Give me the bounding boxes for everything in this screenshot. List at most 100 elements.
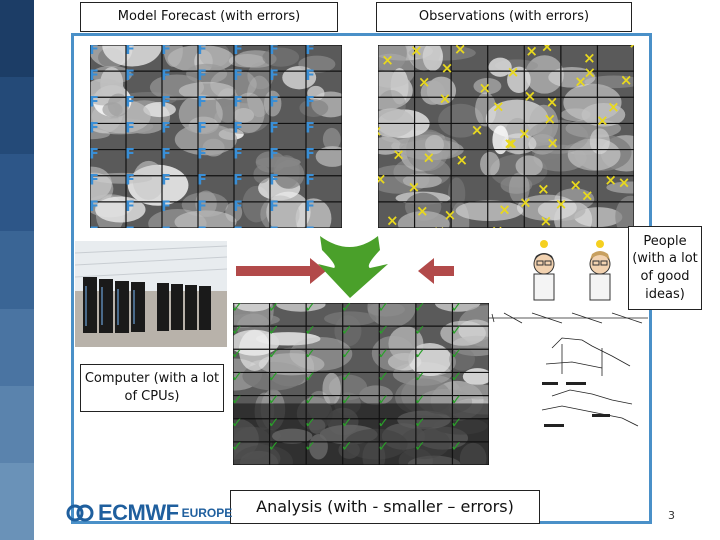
observation-marker: ×	[583, 49, 596, 67]
observation-marker: ×	[541, 45, 554, 55]
analysis-marker: ✓	[487, 393, 489, 409]
observation-marker: ×	[416, 202, 429, 220]
analysis-marker: ✓	[414, 346, 426, 362]
forecast-marker: F	[341, 68, 342, 84]
forecast-marker: F	[90, 225, 99, 228]
observation-marker: ×	[618, 173, 631, 191]
analysis-marker: ✓	[377, 303, 389, 316]
forecast-marker: F	[269, 173, 279, 189]
forecast-marker: F	[197, 225, 207, 228]
analysis-marker: ✓	[487, 416, 489, 432]
forecast-marker: F	[197, 147, 207, 163]
observation-marker: ×	[410, 45, 423, 60]
analysis-label: Analysis (with - smaller – errors)	[230, 490, 540, 524]
forecast-marker: F	[305, 120, 315, 136]
observation-marker: ×	[498, 200, 511, 218]
forecast-marker: F	[125, 94, 135, 110]
observation-marker: ×	[518, 125, 531, 143]
observation-marker: ×	[492, 98, 505, 116]
flow-arrows	[236, 236, 454, 298]
logo-suffix: EUROPE	[181, 506, 233, 520]
green-down-arrow	[318, 236, 388, 298]
right-red-arrow	[418, 258, 454, 284]
observation-marker: ×	[546, 134, 559, 152]
observation-marker: ×	[524, 87, 537, 105]
forecast-marker: F	[90, 199, 99, 215]
analysis-marker: ✓	[451, 323, 463, 339]
analysis-marker: ✓	[268, 462, 280, 465]
forecast-marker: F	[125, 120, 135, 136]
observation-marker: ×	[607, 98, 620, 116]
forecast-marker: F	[161, 120, 171, 136]
observation-marker: ×	[386, 211, 399, 228]
observation-marker: ×	[456, 151, 469, 169]
people-label: People (with a lot of good ideas)	[628, 226, 702, 310]
analysis-marker: ✓	[377, 462, 389, 465]
computer-room-photo	[75, 241, 227, 347]
analysis-marker: ✓	[451, 439, 463, 455]
analysis-marker: ✓	[414, 462, 426, 465]
analysis-marker: ✓	[233, 416, 243, 432]
forecast-marker: F	[90, 45, 99, 58]
analysis-marker: ✓	[304, 416, 316, 432]
analysis-satellite-image: ✓✓✓✓✓✓✓✓✓✓✓✓✓✓✓✓✓✓✓✓✓✓✓✓✓✓✓✓✓✓✓✓✓✓✓✓✓✓✓✓…	[233, 303, 489, 465]
forecast-marker: F	[305, 225, 315, 228]
analysis-marker: ✓	[268, 439, 280, 455]
analysis-marker: ✓	[341, 323, 353, 339]
forecast-marker: F	[305, 94, 315, 110]
analysis-marker: ✓	[304, 303, 316, 316]
analysis-marker: ✓	[304, 346, 316, 362]
observation-marker: ×	[378, 170, 387, 188]
analysis-marker: ✓	[377, 393, 389, 409]
forecast-marker: F	[233, 45, 243, 58]
forecast-marker: F	[125, 173, 135, 189]
forecast-marker: F	[161, 225, 171, 228]
forecast-marker: F	[305, 68, 315, 84]
analysis-marker: ✓	[377, 369, 389, 385]
forecast-marker: F	[125, 225, 135, 228]
analysis-marker: ✓	[341, 346, 353, 362]
analysis-marker: ✓	[451, 416, 463, 432]
observation-marker: ×	[569, 176, 582, 194]
observation-marker: ×	[507, 63, 520, 81]
observation-marker: ×	[433, 222, 446, 228]
forecast-marker: F	[125, 199, 135, 215]
observation-marker: ×	[471, 121, 484, 139]
forecast-marker: F	[341, 45, 342, 58]
analysis-marker: ✓	[451, 462, 463, 465]
forecast-marker: F	[269, 120, 279, 136]
forecast-marker: F	[161, 45, 171, 58]
observation-marker: ×	[620, 71, 633, 89]
observation-marker: ×	[574, 73, 587, 91]
analysis-marker: ✓	[233, 439, 243, 455]
observation-marker: ×	[454, 45, 467, 58]
observation-marker: ×	[544, 110, 557, 128]
observation-marker: ×	[604, 171, 617, 189]
forecast-marker: F	[197, 94, 207, 110]
analysis-marker: ✓	[304, 393, 316, 409]
scientist-icon	[589, 240, 611, 301]
forecast-marker: F	[269, 94, 279, 110]
forecast-marker: F	[305, 45, 315, 58]
analysis-marker: ✓	[268, 346, 280, 362]
forecast-marker: F	[269, 225, 279, 228]
observation-marker: ×	[537, 180, 550, 198]
observations-satellite-image: ××××××××××××××××××××××××××××××××××××××××…	[378, 45, 634, 228]
analysis-marker: ✓	[451, 393, 463, 409]
analysis-marker: ✓	[451, 369, 463, 385]
left-red-arrow	[236, 258, 326, 284]
forecast-marker: F	[125, 68, 135, 84]
forecast-marker: F	[269, 147, 279, 163]
observation-marker: ×	[519, 194, 532, 212]
forecast-marker: F	[233, 199, 243, 215]
analysis-marker: ✓	[414, 323, 426, 339]
scientist-icons	[533, 240, 611, 301]
analysis-marker: ✓	[377, 323, 389, 339]
analysis-marker: ✓	[487, 462, 489, 465]
forecast-marker: F	[269, 199, 279, 215]
forecast-marker: F	[197, 68, 207, 84]
analysis-marker: ✓	[268, 416, 280, 432]
side-color-bar	[0, 0, 34, 540]
observation-marker: ×	[408, 178, 421, 196]
